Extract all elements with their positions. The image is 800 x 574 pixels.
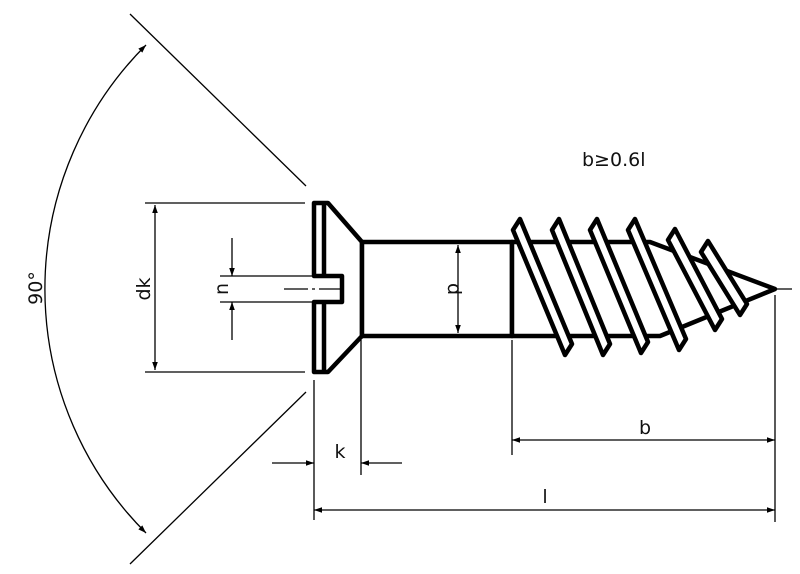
screw-head — [311, 200, 365, 375]
thread-flight — [665, 226, 725, 333]
dk-dimension: dk — [133, 202, 305, 373]
k-label: k — [334, 441, 345, 463]
k-dimension: k — [272, 441, 402, 466]
thread-flight — [587, 216, 651, 356]
d-dimension: d — [443, 245, 465, 333]
thread-flight — [625, 216, 689, 353]
n-dimension: n — [211, 238, 312, 340]
thread-note: b≥0.6l — [582, 149, 645, 171]
angle-dimension: 90° — [25, 13, 307, 565]
b-dimension: b — [512, 417, 775, 443]
thread-flights — [510, 216, 750, 358]
thread-flight — [549, 216, 613, 358]
thread-flight — [698, 238, 750, 318]
thread-flight — [510, 216, 575, 358]
l-label: l — [542, 486, 547, 508]
dk-label: dk — [133, 277, 155, 300]
b-label: b — [639, 417, 651, 439]
l-dimension: l — [314, 486, 775, 513]
angle-label: 90° — [25, 271, 47, 305]
n-label: n — [211, 283, 233, 295]
screw-shank — [359, 239, 515, 339]
d-label: d — [443, 283, 465, 295]
